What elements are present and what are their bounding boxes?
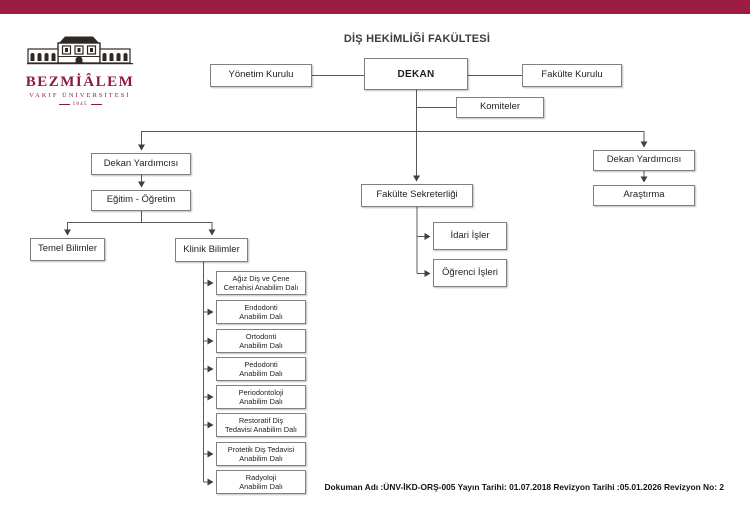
node-fakulte-kurulu: Fakülte Kurulu <box>522 64 622 87</box>
node-temel-bilimler: Temel Bilimler <box>30 238 105 261</box>
node-dept-endodonti: Endodonti Anabilim Dalı <box>216 300 306 324</box>
logo-subtitle: VAKIF ÜNİVERSİTESİ <box>29 92 131 99</box>
logo-year: 1845 <box>18 101 142 107</box>
node-dept-radyoloji: Radyoloji Anabilim Dalı <box>216 470 306 494</box>
logo-year-line-right <box>90 103 102 105</box>
top-accent-bar <box>0 0 750 14</box>
node-dekan: DEKAN <box>364 58 468 90</box>
node-dept-ortodonti: Ortodonti Anabilim Dalı <box>216 329 306 353</box>
logo-year-line-left <box>58 103 70 105</box>
node-dept-pedodonti: Pedodonti Anabilim Dalı <box>216 357 306 381</box>
document-info-footer: Dokuman Adı :ÜNV-İKD-ORŞ-005 Yayın Tarih… <box>324 482 725 492</box>
logo-wordmark: BEZMİÂLEM <box>25 74 135 90</box>
node-egitim-ogretim: Eğitim - Öğretim <box>91 190 191 211</box>
node-komiteler: Komiteler <box>456 97 544 118</box>
node-yonetim-kurulu: Yönetim Kurulu <box>210 64 312 87</box>
logo-year-text: 1845 <box>72 101 88 107</box>
node-dekan-yardimcisi-left: Dekan Yardımcısı <box>91 153 191 175</box>
node-dekan-yardimcisi-right: Dekan Yardımcısı <box>593 150 695 171</box>
node-dept-agiz-dis-cene: Ağız Diş ve Çene Cerrahisi Anabilim Dalı <box>216 271 306 295</box>
node-klinik-bilimler: Klinik Bilimler <box>175 238 248 262</box>
node-ogrenci-isleri: Öğrenci İşleri <box>433 259 507 287</box>
node-arastirma: Araştırma <box>593 185 695 206</box>
node-idari-isler: İdari İşler <box>433 222 507 250</box>
node-dept-periodontoloji: Periodontoloji Anabilim Dalı <box>216 385 306 409</box>
page-title: DİŞ HEKİMLİĞİ FAKÜLTESİ <box>343 33 491 45</box>
classical-building-icon <box>27 36 133 65</box>
university-logo: BEZMİÂLEM VAKIF ÜNİVERSİTESİ 1845 <box>18 36 142 107</box>
node-fakulte-sekreterligi: Fakülte Sekreterliği <box>361 184 473 207</box>
node-dept-restoratif-dis: Restoratif Diş Tedavisi Anabilim Dalı <box>216 413 306 437</box>
node-dept-protetik-dis: Protetik Diş Tedavisi Anabilim Dalı <box>216 442 306 466</box>
